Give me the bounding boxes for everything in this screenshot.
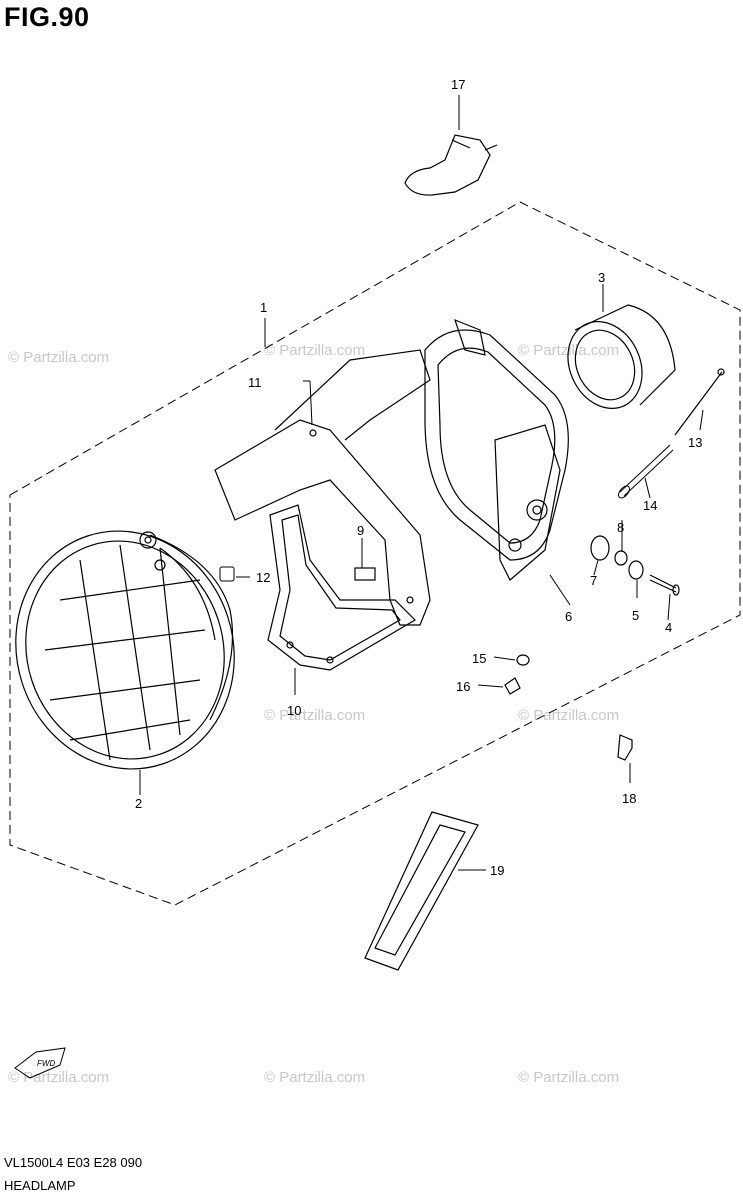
model-code: VL1500L4 E03 E28 090 — [4, 1155, 143, 1170]
figure-title: FIG.90 — [4, 2, 90, 32]
small-parts — [504, 654, 633, 761]
part-label: 15 — [472, 651, 486, 666]
part-label: 19 — [490, 863, 504, 878]
part-label: 9 — [357, 523, 364, 538]
part-label: 18 — [622, 791, 636, 806]
part-label: 17 — [451, 77, 465, 92]
part-label: 10 — [287, 703, 301, 718]
socket-cover-3 — [567, 304, 676, 409]
watermark: © Partzilla.com — [264, 707, 365, 724]
nut-12 — [219, 566, 235, 582]
spring-14 — [618, 444, 674, 499]
part-label: 14 — [643, 498, 657, 513]
part-label: 6 — [565, 609, 572, 624]
watermark: © Partzilla.com — [518, 1069, 619, 1086]
main-stay-bracket — [214, 349, 431, 626]
watermark: © Partzilla.com — [518, 707, 619, 724]
part-label: 4 — [665, 620, 672, 635]
part-label: 2 — [135, 796, 142, 811]
watermarks: © Partzilla.com © Partzilla.com © Partzi… — [8, 342, 619, 1086]
housing-frame — [424, 318, 569, 581]
fwd-label: FWD — [37, 1059, 55, 1068]
part-label: 7 — [590, 573, 597, 588]
bracket-10 — [267, 504, 416, 671]
watermark: © Partzilla.com — [264, 342, 365, 359]
part-label: 12 — [256, 570, 270, 585]
leader-lines — [139, 95, 704, 871]
figure-name: HEADLAMP — [4, 1178, 76, 1193]
adjust-screw-13 — [674, 368, 725, 436]
assembly-group-outline — [9, 201, 741, 906]
watermark: © Partzilla.com — [8, 1069, 109, 1086]
part-number-labels: 1 2 3 4 5 6 7 8 9 10 11 12 13 14 15 16 1… — [135, 77, 702, 878]
watermark: © Partzilla.com — [264, 1069, 365, 1086]
part-label: 5 — [632, 608, 639, 623]
part-label: 3 — [598, 270, 605, 285]
forward-arrow: FWD — [14, 1047, 66, 1079]
part-label: 13 — [688, 435, 702, 450]
part-label: 1 — [260, 300, 267, 315]
part-label: 8 — [617, 520, 624, 535]
headlamp-unit — [15, 530, 235, 770]
watermark: © Partzilla.com — [8, 349, 109, 366]
part-label: 16 — [456, 679, 470, 694]
bulb-17 — [404, 134, 498, 196]
part-label: 11 — [248, 375, 262, 390]
hardware-stack — [590, 535, 680, 596]
reflector-19 — [364, 811, 479, 971]
